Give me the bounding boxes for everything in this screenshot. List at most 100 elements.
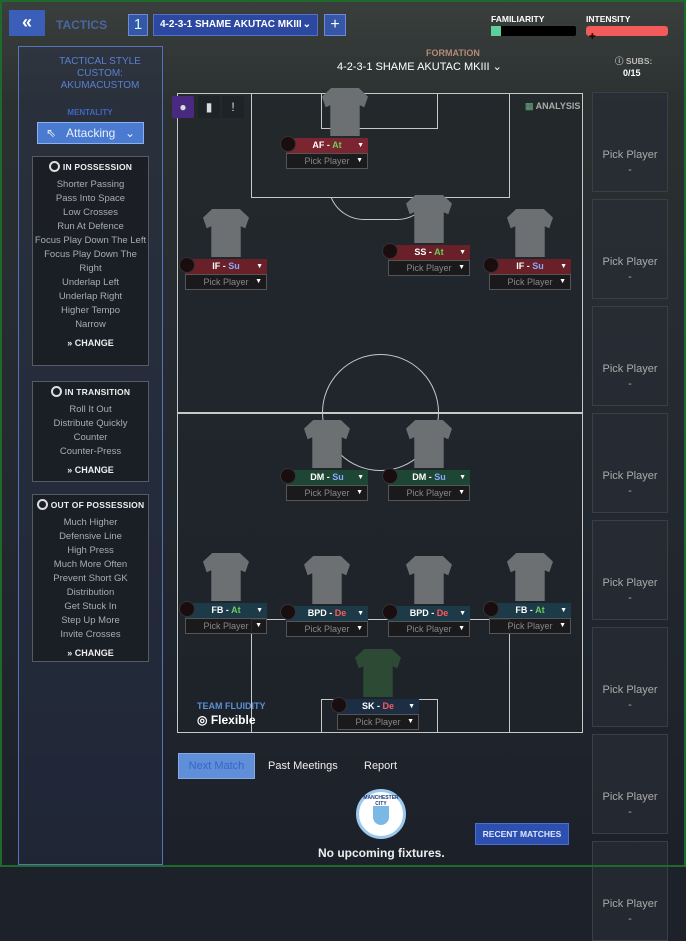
sub-slot[interactable]: Pick Player- xyxy=(592,199,668,299)
pick-player-select[interactable]: Pick Player▼ xyxy=(185,274,267,290)
pick-player-label: Pick Player xyxy=(507,277,553,287)
sub-slot[interactable]: Pick Player- xyxy=(592,413,668,513)
player-card-bpd: BPD - De▼Pick Player▼ xyxy=(280,604,368,637)
pick-player-select[interactable]: Pick Player▼ xyxy=(286,485,368,501)
pick-player-select[interactable]: Pick Player▼ xyxy=(185,618,267,634)
sub-slot-value: - xyxy=(628,378,632,390)
duty: Su xyxy=(228,261,240,271)
instruction-item: Much Higher xyxy=(63,517,118,528)
pick-player-select[interactable]: Pick Player▼ xyxy=(489,618,571,634)
club-crest: MANCHESTER CITY xyxy=(356,789,406,839)
role-select[interactable]: IF - Su▼ xyxy=(483,257,571,274)
familiarity-bar[interactable] xyxy=(491,26,576,36)
duty: At xyxy=(434,247,444,257)
role-select[interactable]: BPD - De▼ xyxy=(382,604,470,621)
mentality-select[interactable]: ⇖Attacking⌄ xyxy=(37,122,144,144)
intensity-bar[interactable]: ✚ xyxy=(586,26,668,41)
pick-player-select[interactable]: Pick Player▼ xyxy=(489,274,571,290)
familiarity-label: FAMILIARITY xyxy=(491,14,545,24)
instruction-item: Roll It Out xyxy=(69,404,112,415)
role-select[interactable]: BPD - De▼ xyxy=(280,604,368,621)
pick-player-label: Pick Player xyxy=(355,717,401,727)
separator: - xyxy=(527,605,536,615)
intensity-label: INTENSITY xyxy=(586,14,631,24)
team-fluidity-value: Flexible xyxy=(210,713,256,727)
transition-icon xyxy=(50,386,62,397)
separator: - xyxy=(326,608,335,618)
pick-player-select[interactable]: Pick Player▼ xyxy=(286,153,368,169)
pick-player-select[interactable]: Pick Player▼ xyxy=(388,485,470,501)
instruction-item: Prevent Short GK xyxy=(53,573,128,584)
out-of-possession-change-button[interactable]: » CHANGE xyxy=(67,648,114,658)
caret-down-icon: ▼ xyxy=(458,264,465,271)
subs-label: ⓘ SUBS: xyxy=(615,55,652,67)
pick-player-select[interactable]: Pick Player▼ xyxy=(337,714,419,730)
bar-chart-icon[interactable]: ▮ xyxy=(198,96,220,118)
sub-slot-label: Pick Player xyxy=(602,256,658,268)
tactical-style-label: TACTICAL STYLE xyxy=(59,56,141,67)
sub-slot[interactable]: Pick Player- xyxy=(592,734,668,834)
role-select[interactable]: SK - De▼ xyxy=(331,697,419,714)
role-icon xyxy=(483,257,499,273)
player-view-icon[interactable]: ● xyxy=(172,96,194,118)
sub-slot-label: Pick Player xyxy=(602,898,658,910)
separator: - xyxy=(374,701,383,711)
formation-select[interactable]: 4-2-3-1 SHAME AKUTAC MKIII ⌄ xyxy=(337,60,502,73)
crest-text: MANCHESTER CITY xyxy=(363,795,399,807)
role-select[interactable]: AF - At▼ xyxy=(280,136,368,153)
role-select[interactable]: DM - Su▼ xyxy=(280,468,368,485)
sub-slot-label: Pick Player xyxy=(602,684,658,696)
team-fluidity: TEAM FLUIDITY ◎ Flexible xyxy=(197,701,266,727)
in-possession-change-button[interactable]: » CHANGE xyxy=(67,338,114,348)
role-select[interactable]: FB - At▼ xyxy=(483,601,571,618)
instruction-item: Counter-Press xyxy=(59,446,122,457)
tactic-slot-button[interactable]: 1 xyxy=(128,14,148,36)
subs-count: 0/15 xyxy=(623,68,641,78)
tab-next-match[interactable]: Next Match xyxy=(178,753,255,779)
pick-player-select[interactable]: Pick Player▼ xyxy=(388,621,470,637)
position: DM xyxy=(310,472,325,482)
tactic-select[interactable]: 4-2-3-1 SHAME AKUTAC MKIII⌄ xyxy=(153,14,318,36)
info-icon[interactable]: ! xyxy=(222,96,244,118)
role-select[interactable]: IF - Su▼ xyxy=(179,257,267,274)
instruction-item: Counter xyxy=(73,432,108,443)
tactical-style[interactable]: TACTICAL STYLE CUSTOM: AKUMACUSTOM xyxy=(40,56,160,92)
sub-slot[interactable]: Pick Player- xyxy=(592,92,668,192)
sub-slot-label: Pick Player xyxy=(602,363,658,375)
recent-matches-button[interactable]: RECENT MATCHES xyxy=(475,823,569,845)
role-select[interactable]: SS - At▼ xyxy=(382,243,470,260)
pick-player-select[interactable]: Pick Player ▼ xyxy=(388,260,470,276)
subs-label-text: SUBS: xyxy=(625,56,653,66)
in-transition-change-button[interactable]: » CHANGE xyxy=(67,465,114,475)
pick-player-label: Pick Player xyxy=(406,263,452,273)
sub-slot-label: Pick Player xyxy=(602,149,658,161)
sub-slot[interactable]: Pick Player- xyxy=(592,627,668,727)
role-select[interactable]: FB - At▼ xyxy=(179,601,267,618)
analysis-button[interactable]: ▦ ANALYSIS xyxy=(525,101,580,112)
pick-player-label: Pick Player xyxy=(203,621,249,631)
caret-down-icon: ▼ xyxy=(357,474,364,481)
pick-player-label: Pick Player xyxy=(203,277,249,287)
target-icon: ◎ xyxy=(197,713,211,727)
tab-report[interactable]: Report xyxy=(364,760,398,772)
player-card-dm: DM - Su▼Pick Player▼ xyxy=(382,468,470,501)
sub-slot[interactable]: Pick Player - xyxy=(592,306,668,406)
ball-icon xyxy=(48,161,60,172)
chevron-down-icon: ⌄ xyxy=(124,126,135,140)
separator: - xyxy=(426,247,435,257)
player-card-ss: SS - At▼ Pick Player ▼ xyxy=(382,243,470,276)
pick-player-select[interactable]: Pick Player▼ xyxy=(286,621,368,637)
instruction-item: Invite Crosses xyxy=(60,629,121,640)
duty: At xyxy=(332,140,342,150)
role-select[interactable]: DM - Su▼ xyxy=(382,468,470,485)
tactical-style-line1: CUSTOM: xyxy=(77,68,123,79)
add-tactic-button[interactable]: + xyxy=(324,14,346,36)
caret-down-icon: ▼ xyxy=(408,703,415,710)
tab-past-meetings[interactable]: Past Meetings xyxy=(268,760,338,772)
sub-slot[interactable]: Pick Player- xyxy=(592,520,668,620)
pick-player-label: Pick Player xyxy=(304,156,350,166)
sub-slot[interactable]: Pick Player- xyxy=(592,841,668,941)
caret-down-icon: ▼ xyxy=(560,263,567,270)
instruction-item: Shorter Passing xyxy=(56,179,125,190)
back-button[interactable]: « xyxy=(9,10,45,36)
